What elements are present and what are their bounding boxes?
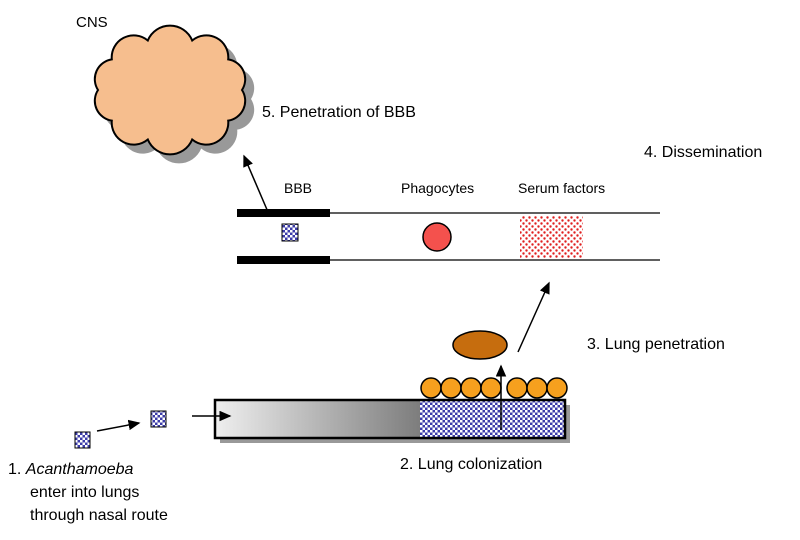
step3-label: 3. Lung penetration [587,336,725,353]
step1-line2: enter into lungs [30,484,140,501]
lung-tube-outline [213,398,567,440]
step1-organism-name: Acanthamoeba [25,461,134,478]
cns-label: CNS [76,14,108,31]
arrow-to-cns [243,154,269,213]
step5-label: 5. Penetration of BBB [262,104,416,121]
entering-amoeba-1 [74,431,91,449]
lung-colonized-region [420,400,565,438]
phagocyte-cell [422,222,452,252]
bbb-label: BBB [284,180,313,196]
bbb-wall-bottom [237,256,330,264]
step1-line3: through nasal route [30,507,168,524]
phagocytes-label: Phagocytes [401,180,475,196]
arrow-amoeba-hop [96,419,141,432]
lung-tube-gradient [215,400,420,438]
bbb-wall-top [237,209,330,217]
step2-label: 2. Lung colonization [400,456,543,473]
step1-line1: 1. Acanthamoeba [8,458,168,481]
serum-factors-label: Serum factors [518,180,606,196]
entering-amoeba-2 [150,410,167,428]
serum-factors-block [520,216,583,258]
amoeba-in-vessel [281,223,299,242]
colonizing-amoebae [420,377,568,399]
arrow-lung-to-vessel [517,281,550,353]
cns-cloud [93,24,247,156]
step4-label: 4. Dissemination [644,144,763,161]
step1-number: 1. [8,461,22,478]
penetrating-amoeba-oval [452,330,508,360]
step1-label: 1. Acanthamoeba enter into lungs through… [8,458,168,527]
